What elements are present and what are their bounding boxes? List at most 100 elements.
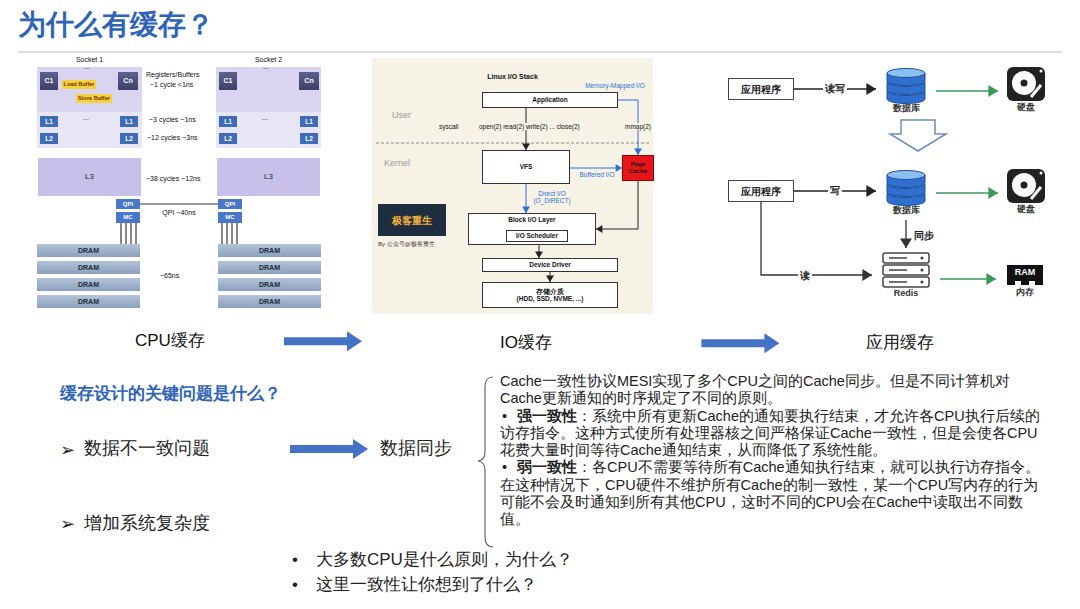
cache-band [216,112,321,148]
text-label: ~65ns [160,272,179,280]
dram-module: DRAM [37,244,140,257]
block-arrow [290,439,368,459]
user-kernel-divider [376,143,649,144]
dram-module: DRAM [37,295,140,308]
redis-server-art [881,251,931,289]
node-text: DRAM [78,247,99,255]
l1-cache: L1 [219,116,237,127]
edge-label: Buffered I/O [579,171,616,178]
node-text: L1 [305,118,313,125]
node-text: I/O Scheduler [516,232,558,239]
solution-label: 数据同步 [380,439,452,459]
node-text: C1 [45,77,54,85]
store-buffer: Store Buffer [76,94,112,103]
bracket [478,377,493,547]
storage-box: 存储介质(HDD, SSD, NVME, ...) [482,282,618,308]
memory-controller: MC [218,212,242,223]
database-icon: 数据库 [876,64,936,118]
l2-cache: L2 [40,133,58,144]
socket-region: Socket 2C1CnL1L1L2L2L3QPIMC [216,56,321,226]
arrowhead [988,85,998,97]
node-text: L1 [125,118,133,125]
text-label: 大多数CPU是什么原则，为什么？ [316,550,573,570]
block-layer: Block I/O LayerI/O Scheduler [468,213,596,245]
connector [936,85,998,97]
title-rule [18,52,1062,53]
l3-cache: L3 [217,158,320,196]
arrowhead [900,238,912,248]
text-label: Kernel [384,158,410,168]
node-text: DRAM [259,281,280,289]
node-text: Socket 1 [76,56,103,64]
text-label: ... [84,63,90,71]
text-label: syscall [438,123,460,130]
connector [522,184,530,213]
connector [794,83,876,95]
arrowhead [866,83,876,95]
memory-bus-wires [121,223,237,244]
block-arrow [284,331,362,351]
node-text: 应用程序 [741,84,781,95]
connector [940,273,996,285]
node-text: Load Buffer [64,81,95,87]
paragraph-text: ：各CPU不需要等待所有Cache通知执行结束，就可以执行访存指令。在这种情况下… [500,459,1040,527]
cpu-core: C1 [219,72,237,90]
l3-cache: L3 [38,158,141,196]
node-text: QPI [123,201,133,208]
node-text: 应用程序 [741,186,781,197]
node-text: 极客重生 [392,215,432,226]
text-block: Cache一致性协议MESI实现了多个CPU之间的Cache同步。但是不同计算机… [500,373,1042,529]
connector [701,333,779,353]
node-text: Store Buffer [78,95,110,101]
connector [900,220,912,248]
database-icon: 数据库 [876,166,936,220]
database-icon-art [884,170,928,206]
dram-module: DRAM [218,244,321,257]
text-label: Registers/Buffers [146,71,200,79]
connector-line [596,181,638,229]
connector [596,181,638,233]
edge-label: QPI ~40ns [161,209,196,217]
redis-server: Redis [872,248,940,302]
dram-module: DRAM [37,278,140,291]
node-text: 数据库 [893,104,920,114]
stack-layer: Application [482,92,618,108]
edge-label: 读写 [823,83,847,95]
text-label: ~38 cycles ~12ns [146,175,200,183]
memory-controller: MC [116,212,140,223]
connector [936,187,998,199]
node-text: (HDD, SSD, NVME, ...) [517,295,584,302]
node-text: Cn [123,77,132,85]
ram-module: RAM内存 [996,256,1054,306]
node-text: DRAM [259,264,280,272]
text-label: open(2) read(2) write(2) ... close(2) [478,123,581,130]
node-text: DRAM [78,298,99,306]
dram-module: DRAM [218,261,321,274]
node-text: DRAM [78,281,99,289]
disk-icon: 硬盘 [998,162,1054,220]
node-text: Block I/O Layer [508,216,555,223]
node-text: L2 [224,135,232,142]
io-panel-ground [372,58,653,314]
node-text: 硬盘 [1017,103,1035,113]
cpu-core: Cn [118,72,138,90]
connector [546,272,554,282]
edge-label: Direct I/O (O_DIRECT) [532,190,572,205]
node-text: 存储介质 [536,288,564,295]
connector [535,245,543,258]
database-icon-art [884,68,928,104]
node-text: 数据同步 [380,439,452,459]
qpi-port: QPI [116,199,140,209]
node-text: DRAM [259,247,280,255]
node-text: L1 [224,118,232,125]
connector [290,439,368,459]
stack-layer: VFS [482,150,570,184]
io-scheduler: I/O Scheduler [506,230,568,242]
node-text: C1 [224,77,233,85]
node-text: MC [225,214,234,221]
cache-band [37,112,142,148]
cpu-core: C1 [40,72,58,90]
l1-cache: L1 [120,116,138,127]
l1-cache: L1 [300,116,318,127]
hollow-down-arrow [890,120,946,151]
